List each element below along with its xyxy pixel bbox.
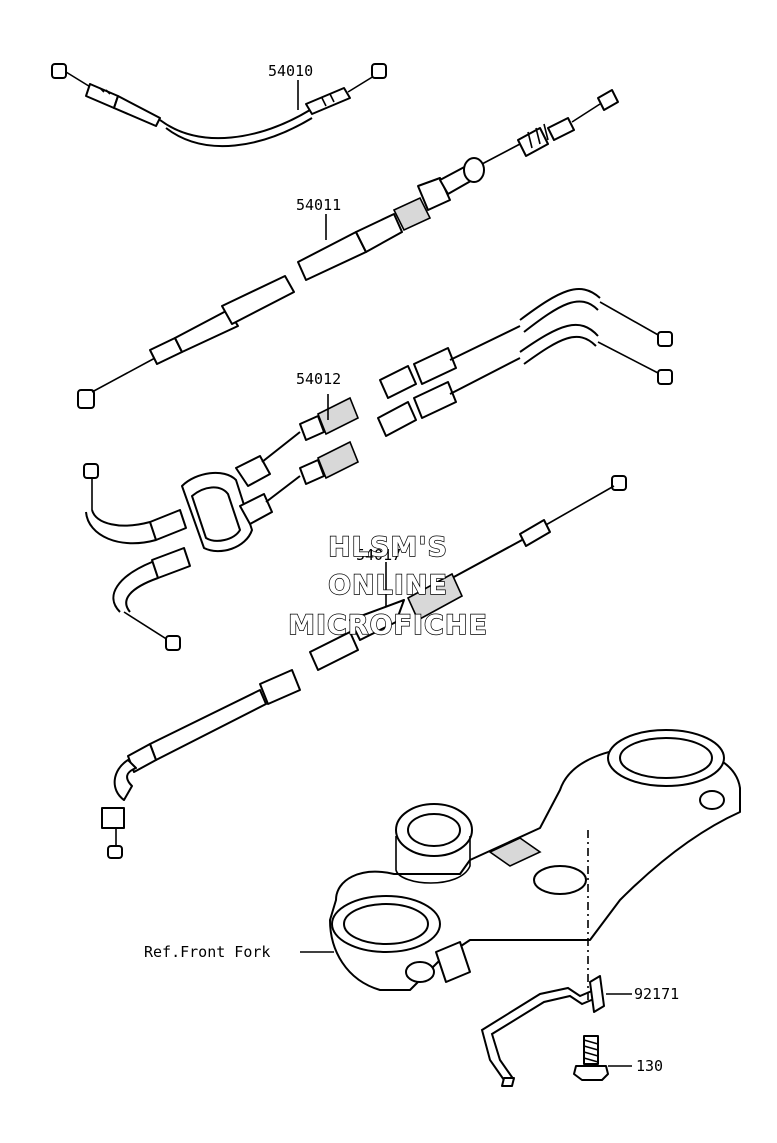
callout-54012: 54012 [296,370,341,388]
cable-54011 [77,89,619,409]
callout-54011: 54011 [296,196,341,214]
steering-bracket [329,729,741,991]
callout-54017: 54017 [356,546,401,564]
reference-label-front-fork: Ref.Front Fork [144,943,270,961]
watermark-line1: HLSM'S [328,532,448,563]
guide-92171 [480,975,605,1087]
cable-54017 [101,475,627,859]
callout-130: 130 [636,1057,663,1075]
cable-54012 [83,288,673,651]
cable-54010 [51,63,387,148]
callout-54010: 54010 [268,62,313,80]
callout-92171: 92171 [634,985,679,1003]
watermark-line2: ONLINE [328,570,448,601]
bolt-130 [573,1035,609,1081]
watermark-line3: MICROFICHE [288,610,488,641]
